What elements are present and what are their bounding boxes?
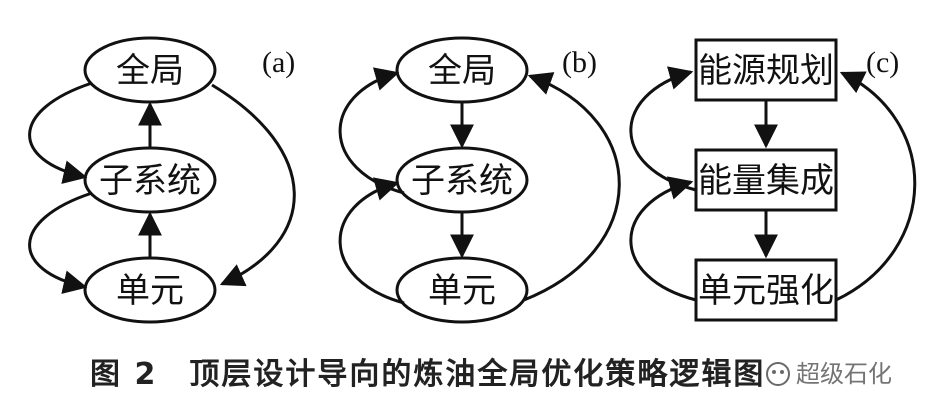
panel-a-loop-subsystem-to-unit bbox=[28, 191, 93, 294]
panel-c-loop-enhancement-to-integration bbox=[629, 176, 697, 302]
panel-c-node-unit-enhancement bbox=[694, 258, 838, 322]
panel-c-label: (c) bbox=[866, 46, 899, 79]
watermark: 超级石化 bbox=[766, 360, 892, 388]
panel-b-node-unit-label: 单元 bbox=[428, 271, 496, 311]
panel-c-node-energy-planning-label: 能源规划 bbox=[698, 51, 834, 91]
panel-a-loop-global-to-subsystem bbox=[28, 81, 93, 184]
panel-a-node-unit-label: 单元 bbox=[116, 271, 184, 311]
panel-a-curve-global-to-unit bbox=[211, 83, 296, 287]
panel-b-loop-unit-to-subsystem bbox=[338, 177, 405, 305]
panel-b: 全局 子系统 单元 (b) bbox=[338, 36, 621, 324]
panel-b-label: (b) bbox=[562, 46, 597, 79]
panel-c: 能源规划 能量集成 单元强化 (c) bbox=[629, 38, 917, 322]
panel-b-node-global-label: 全局 bbox=[428, 51, 496, 91]
watermark-logo-icon bbox=[766, 362, 790, 386]
panel-b-curve-unit-to-global bbox=[523, 72, 621, 302]
watermark-text: 超级石化 bbox=[796, 360, 892, 388]
panel-a: 全局 子系统 单元 (a) bbox=[28, 36, 296, 324]
watermark-logo-dot2-icon bbox=[780, 370, 784, 374]
panel-a-node-subsystem-label: 子系统 bbox=[99, 161, 201, 201]
panel-a-label: (a) bbox=[262, 46, 295, 79]
panel-c-node-unit-enhancement-label: 单元强化 bbox=[698, 271, 834, 311]
figure-caption: 图 2 顶层设计导向的炼油全局优化策略逻辑图 bbox=[90, 357, 765, 392]
panel-c-loop-integration-to-planning bbox=[629, 66, 697, 192]
panel-c-node-energy-integration-label: 能量集成 bbox=[698, 161, 834, 201]
panel-b-loop-subsystem-to-global bbox=[338, 67, 405, 195]
panel-c-curve-enhancement-to-planning bbox=[835, 71, 917, 302]
panel-b-node-subsystem-label: 子系统 bbox=[411, 161, 513, 201]
panel-a-node-global-label: 全局 bbox=[116, 51, 184, 91]
watermark-logo-dot-icon bbox=[772, 370, 776, 374]
